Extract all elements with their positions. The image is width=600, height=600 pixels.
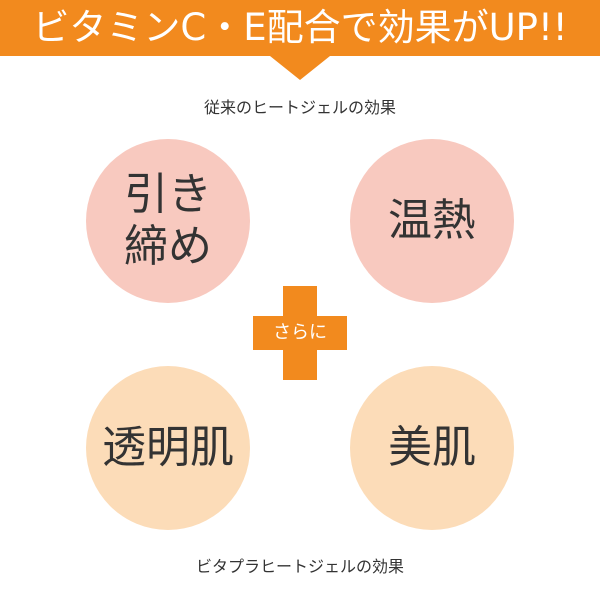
plus-sign-label: さらに — [273, 322, 327, 343]
plus-sign-horizontal — [253, 316, 347, 350]
banner-title: ビタミンC・E配合で効果がUP!! — [32, 6, 568, 49]
circle-warming-label: 温熱 — [388, 195, 476, 246]
circle-clear-skin: 透明肌 — [86, 366, 250, 530]
circle-warming: 温熱 — [350, 139, 514, 303]
circle-firming: 引き 締め — [86, 139, 250, 303]
circle-beautiful-skin-label: 美肌 — [388, 422, 476, 473]
conventional-effects-caption: 従来のヒートジェルの効果 — [203, 98, 396, 117]
circle-clear-skin-label: 透明肌 — [102, 422, 234, 473]
circle-beautiful-skin: 美肌 — [350, 366, 514, 530]
circle-firming-label: 引き 締め — [124, 169, 212, 272]
vitapla-effects-caption: ビタプラヒートジェルの効果 — [195, 557, 404, 576]
